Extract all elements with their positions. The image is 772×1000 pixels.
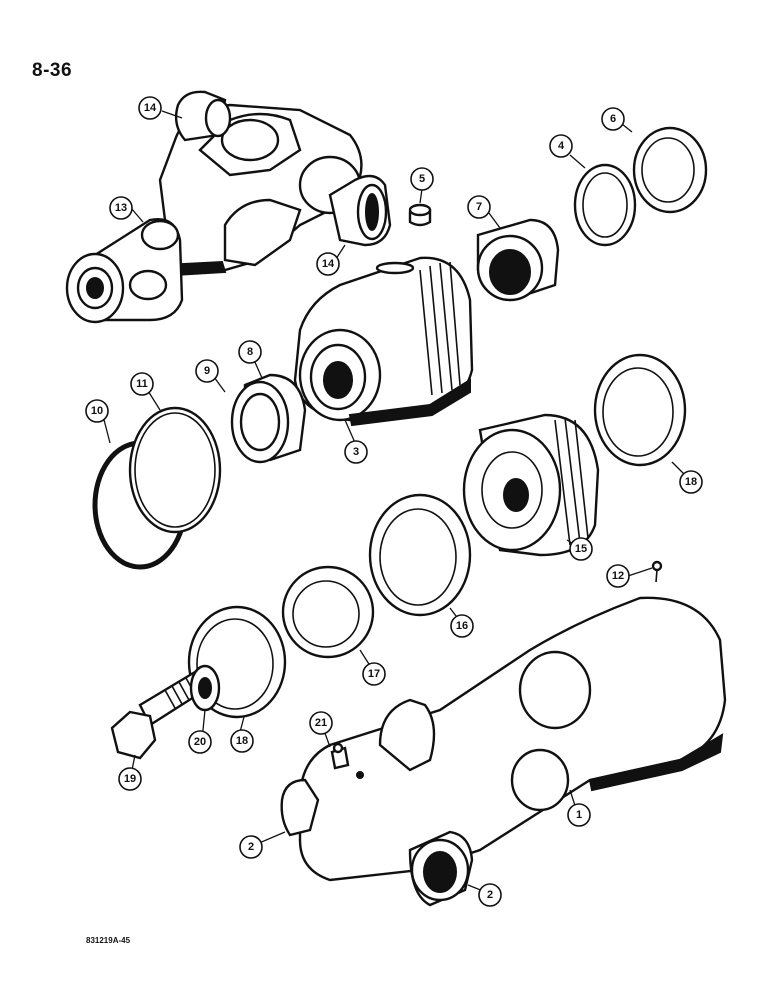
callout-18a: 18 (679, 470, 703, 494)
callout-13: 13 (109, 196, 133, 220)
svg-text:7: 7 (476, 201, 482, 213)
ring-17-part (281, 565, 375, 659)
callout-14a: 14 (138, 96, 162, 120)
callout-2a: 2 (239, 835, 263, 859)
callout-10: 10 (85, 399, 109, 423)
svg-text:21: 21 (315, 717, 327, 729)
callout-8: 8 (238, 340, 262, 364)
svg-text:5: 5 (419, 173, 425, 185)
callout-16: 16 (450, 614, 474, 638)
callout-1: 1 (567, 803, 591, 827)
callout-17: 17 (362, 662, 386, 686)
svg-text:18: 18 (236, 735, 248, 747)
ring-4-part (573, 163, 637, 247)
svg-text:14: 14 (144, 102, 157, 114)
screw-12-part (651, 560, 663, 583)
svg-text:20: 20 (194, 736, 206, 748)
backup-ring-11-part (128, 406, 222, 534)
seal-8-part (230, 373, 307, 464)
svg-text:1: 1 (576, 809, 582, 821)
bushing-part-right (328, 174, 392, 247)
callout-21: 21 (309, 711, 333, 735)
callout-9: 9 (195, 359, 219, 383)
svg-text:15: 15 (575, 543, 587, 555)
callout-6: 6 (601, 107, 625, 131)
bolt-19-part (110, 670, 207, 760)
svg-text:16: 16 (456, 620, 468, 632)
ring-6-part (632, 126, 708, 214)
callout-2b: 2 (478, 883, 502, 907)
callout-19: 19 (118, 767, 142, 791)
figure-code: 831219A-45 (86, 936, 131, 945)
cylinder-head-part (293, 256, 474, 427)
svg-text:14: 14 (322, 258, 335, 270)
bushing-2-right-part (408, 830, 474, 907)
callout-18b: 18 (230, 729, 254, 753)
svg-text:13: 13 (115, 202, 127, 214)
callout-20: 20 (188, 730, 212, 754)
svg-text:3: 3 (353, 446, 359, 458)
svg-text:8: 8 (247, 346, 253, 358)
bushing-7-part (476, 218, 560, 302)
callout-5: 5 (410, 167, 434, 191)
callout-7: 7 (467, 195, 491, 219)
svg-text:11: 11 (136, 378, 148, 390)
ring-16-part (368, 493, 472, 617)
callout-4: 4 (549, 134, 573, 158)
svg-text:19: 19 (124, 773, 136, 785)
bushing-part-top (174, 90, 232, 142)
wear-ring-18-part (593, 353, 687, 467)
bushing-2-left-part (280, 778, 320, 837)
callout-12: 12 (606, 564, 630, 588)
callout-15: 15 (569, 537, 593, 561)
plug-part (408, 203, 432, 227)
grease-fitting-part (330, 742, 350, 770)
svg-text:4: 4 (558, 140, 565, 152)
svg-text:12: 12 (612, 570, 624, 582)
washer-20-part (189, 664, 221, 712)
callout-14b: 14 (316, 252, 340, 276)
svg-text:6: 6 (610, 113, 616, 125)
svg-text:9: 9 (204, 365, 210, 377)
cylinder-barrel-part (298, 596, 727, 882)
rod-end-shaft (65, 218, 184, 324)
piston-part (462, 413, 600, 557)
callout-3: 3 (344, 440, 368, 464)
svg-text:2: 2 (248, 841, 254, 853)
svg-text:18: 18 (685, 476, 697, 488)
svg-text:10: 10 (91, 405, 103, 417)
svg-text:17: 17 (368, 668, 380, 680)
callout-11: 11 (130, 372, 154, 396)
page-number: 8-36 (32, 60, 73, 81)
svg-text:2: 2 (487, 889, 493, 901)
